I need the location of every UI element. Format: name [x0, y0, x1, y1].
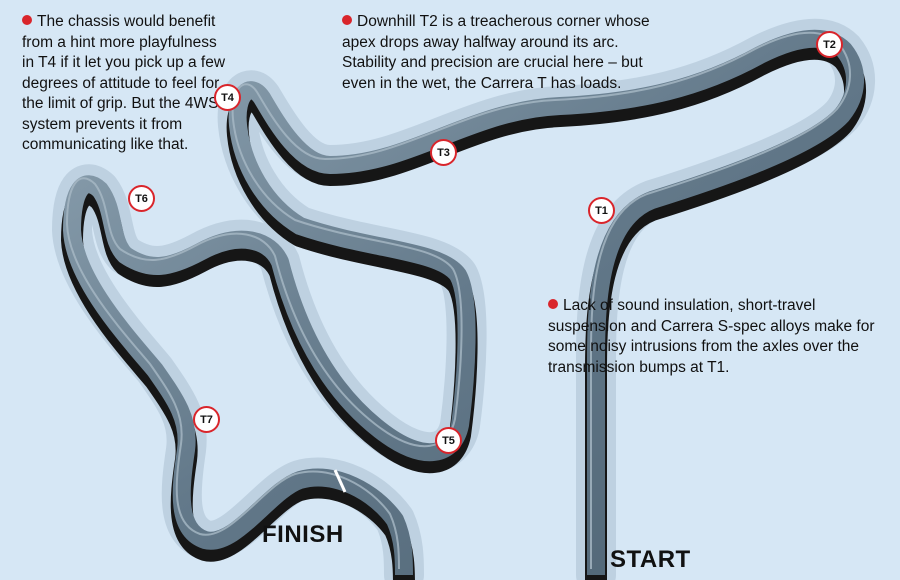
- finish-label: FINISH: [262, 521, 344, 548]
- annotation-t1-text: Lack of sound insulation, short-travel s…: [548, 297, 875, 376]
- corner-marker-t3: T3: [430, 139, 457, 166]
- red-bullet-icon: [342, 15, 352, 25]
- red-bullet-icon: [22, 15, 32, 25]
- start-label: START: [610, 546, 691, 573]
- annotation-t2: Downhill T2 is a treacherous corner whos…: [342, 12, 677, 94]
- annotation-t1: Lack of sound insulation, short-travel s…: [548, 296, 878, 378]
- corner-marker-t2: T2: [816, 31, 843, 58]
- corner-marker-t5: T5: [435, 427, 462, 454]
- track-surface: [63, 29, 865, 576]
- finish-line: [333, 469, 347, 493]
- corner-marker-t4: T4: [214, 84, 241, 111]
- track-highlight: [66, 31, 852, 570]
- corner-marker-t7: T7: [193, 406, 220, 433]
- corner-marker-t1: T1: [588, 197, 615, 224]
- red-bullet-icon: [548, 299, 558, 309]
- annotation-t2-text: Downhill T2 is a treacherous corner whos…: [342, 13, 650, 92]
- annotation-t4: The chassis would benefit from a hint mo…: [22, 12, 232, 156]
- corner-marker-t6: T6: [128, 185, 155, 212]
- annotation-t4-text: The chassis would benefit from a hint mo…: [22, 13, 226, 153]
